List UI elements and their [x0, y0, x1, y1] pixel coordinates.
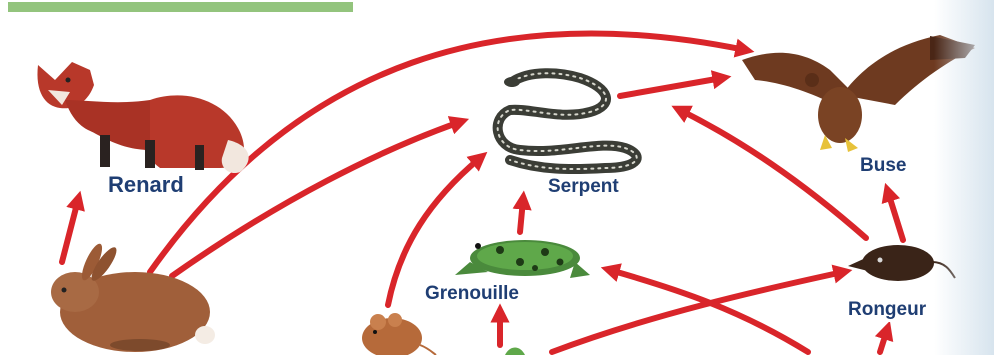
- scan-edge: [934, 0, 994, 355]
- label-buse: Buse: [860, 155, 906, 177]
- label-serpent: Serpent: [548, 176, 619, 198]
- arrow-rabbit-to-fox: [62, 200, 78, 262]
- arrow-snake-to-hawk: [620, 78, 722, 96]
- arrow-insect-to-shrew: [552, 272, 843, 352]
- label-rongeur: Rongeur: [842, 298, 932, 322]
- snake-illustration: [498, 73, 637, 169]
- frog-illustration: [455, 240, 590, 278]
- label-grenouille: Grenouille: [425, 283, 519, 305]
- plant-illustration: [505, 348, 525, 355]
- label-renard: Renard: [108, 172, 184, 198]
- arrow-frog-to-snake: [520, 200, 523, 232]
- arrow-bottom-to-rongeur: [880, 330, 887, 352]
- mouse-illustration: [362, 313, 436, 355]
- arrow-shrew-to-buse: [888, 192, 903, 240]
- fox-illustration: [37, 62, 248, 173]
- rabbit-illustration: [51, 241, 215, 352]
- arrow-bottom-to-frog: [610, 270, 808, 352]
